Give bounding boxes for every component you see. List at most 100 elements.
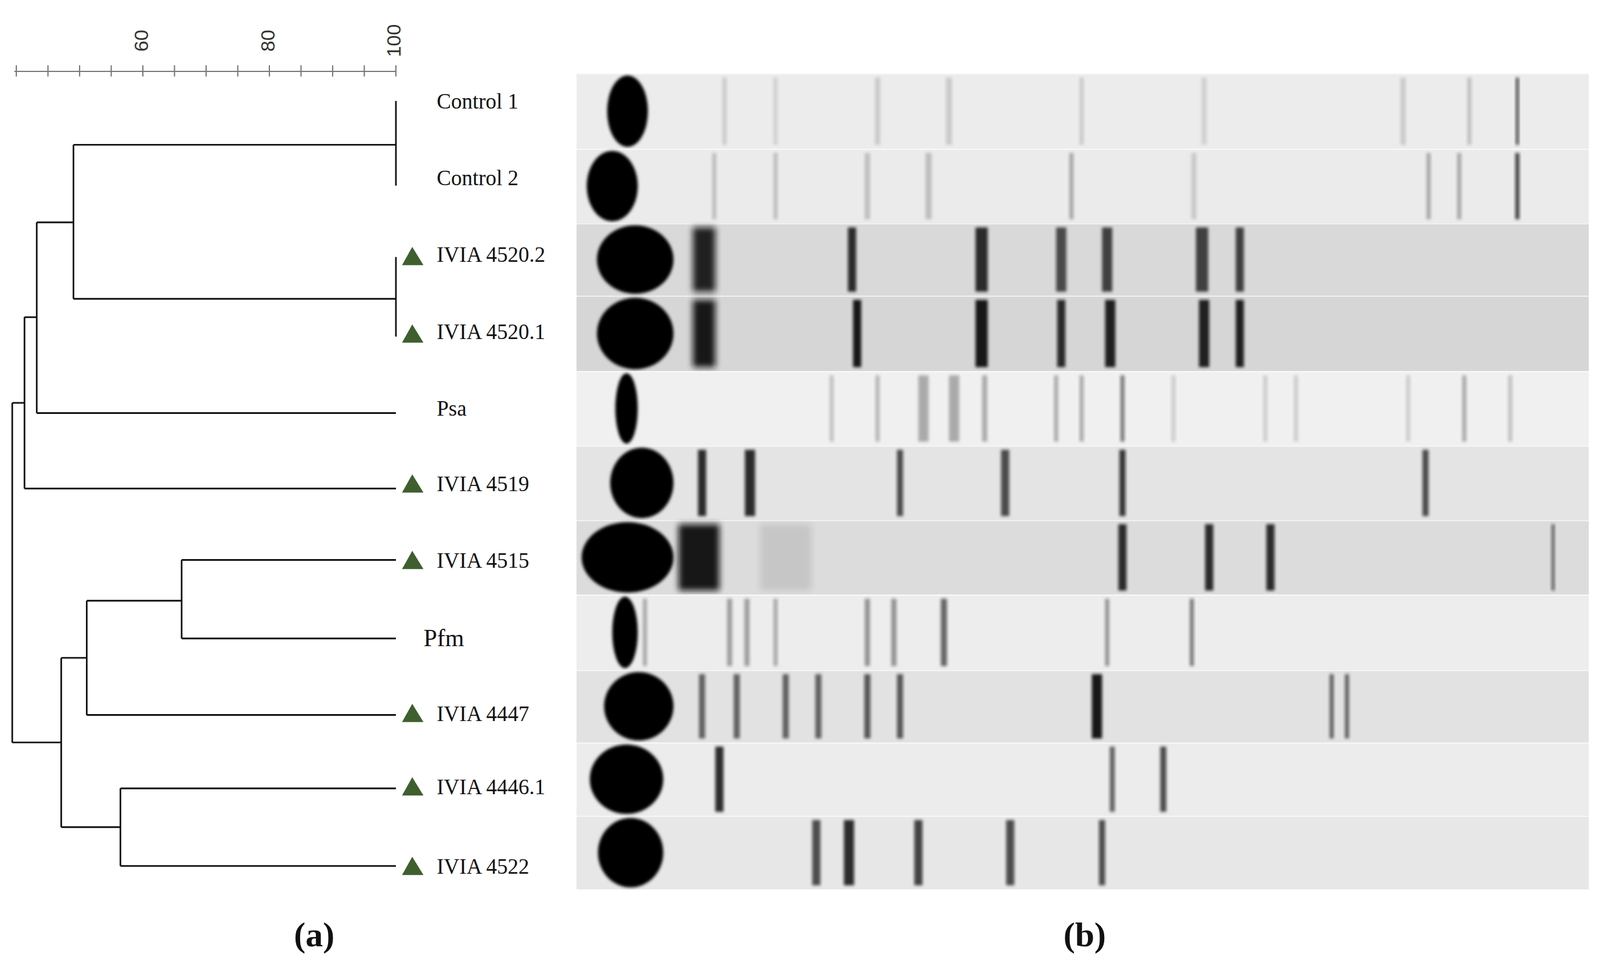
tree-branch	[120, 865, 396, 867]
lane-edge	[576, 370, 1589, 373]
dna-band	[815, 674, 822, 739]
dna-band	[896, 449, 904, 517]
tree-branch	[12, 402, 25, 405]
dna-band	[698, 674, 706, 739]
dna-band	[773, 153, 778, 220]
dna-band	[982, 375, 988, 442]
scale-tick	[268, 65, 270, 77]
scale-tick	[300, 65, 302, 77]
dna-band	[891, 598, 897, 666]
dna-band	[1109, 746, 1115, 812]
sample-label: Control 1	[436, 90, 519, 113]
scale-tick	[47, 65, 49, 77]
panel-label: (b)	[1063, 917, 1106, 953]
dna-band	[642, 598, 647, 666]
tree-branch	[60, 657, 87, 659]
lane-edge	[576, 669, 1589, 672]
axis-tick-label: 80	[257, 29, 278, 52]
dna-band	[692, 227, 716, 293]
lane-edge	[576, 520, 1589, 522]
gel-lane	[576, 594, 1589, 670]
dna-band	[874, 77, 881, 146]
tree-branch	[36, 412, 396, 414]
lane-edge	[576, 742, 1589, 744]
dna-band	[712, 153, 717, 220]
dna-band	[1101, 227, 1113, 293]
dna-band	[848, 227, 857, 293]
dna-band	[744, 598, 750, 666]
dna-band	[1000, 449, 1009, 517]
dna-band	[1159, 746, 1167, 812]
well-blob	[597, 817, 663, 888]
dna-band	[945, 77, 953, 146]
dna-band	[865, 598, 871, 666]
dna-band	[1118, 524, 1127, 591]
dna-band	[1120, 375, 1125, 442]
dna-band	[896, 674, 904, 739]
dna-band	[692, 300, 716, 368]
sample-label: IVIA 4446.1	[436, 776, 546, 798]
lane-edge	[576, 223, 1589, 225]
sample-label: IVIA 4520.1	[436, 321, 546, 343]
well-blob	[596, 225, 674, 294]
tree-branch	[181, 637, 396, 640]
sample-label: Psa	[436, 397, 467, 420]
scale-tick	[142, 65, 144, 77]
dna-band	[1329, 674, 1334, 739]
tree-branch	[73, 143, 396, 146]
dna-band	[1467, 77, 1472, 146]
dna-band	[1400, 77, 1406, 146]
gel-lane	[576, 669, 1589, 743]
tree-branch	[24, 487, 396, 490]
dna-band	[726, 598, 733, 666]
tree-branch	[86, 599, 182, 602]
dna-band	[782, 674, 789, 739]
dna-band	[844, 819, 855, 885]
tree-branch	[60, 826, 121, 828]
dna-band	[1462, 375, 1467, 442]
dna-band	[1426, 153, 1431, 220]
panel-label: (a)	[293, 917, 335, 953]
dna-band	[1098, 819, 1106, 885]
dna-band	[829, 375, 834, 442]
gel-lane	[576, 370, 1589, 446]
dna-band	[864, 674, 871, 739]
dna-band	[1191, 153, 1197, 220]
lane-edge	[576, 815, 1589, 817]
gel-lane	[576, 73, 1589, 149]
well-blob	[589, 744, 664, 814]
dendrogram	[12, 101, 396, 867]
dna-band	[773, 598, 778, 666]
tree-branch	[12, 741, 61, 744]
dna-band	[1189, 598, 1194, 666]
dna-band	[1205, 524, 1214, 591]
sample-label: IVIA 4520.2	[436, 243, 546, 265]
sample-label: Control 2	[436, 166, 519, 189]
scale-tick	[395, 65, 397, 77]
well-blob	[607, 75, 648, 147]
dna-band	[715, 746, 724, 812]
isolate-triangle	[402, 474, 424, 493]
dna-band	[975, 227, 988, 293]
dna-band	[1266, 524, 1275, 591]
gel-lane	[576, 295, 1589, 371]
lane-edge	[576, 295, 1589, 297]
dna-band	[733, 674, 741, 739]
scale-tick	[205, 65, 207, 77]
dna-band	[1551, 524, 1555, 591]
axis-tick-label: 100	[383, 24, 404, 58]
isolate-triangle	[402, 324, 424, 344]
well-blob	[604, 672, 675, 741]
well-blob	[596, 297, 674, 370]
tree-branch	[395, 257, 398, 337]
dna-band	[1079, 77, 1084, 146]
axis-tick-label: 60	[131, 29, 151, 52]
lane-edge	[576, 148, 1589, 150]
dna-band	[1171, 375, 1176, 442]
well-blob	[581, 521, 674, 593]
dna-band	[1235, 300, 1245, 368]
scale-tick	[332, 65, 334, 77]
dna-band	[1294, 375, 1299, 442]
dna-band	[1406, 375, 1411, 442]
dna-band	[925, 153, 932, 220]
